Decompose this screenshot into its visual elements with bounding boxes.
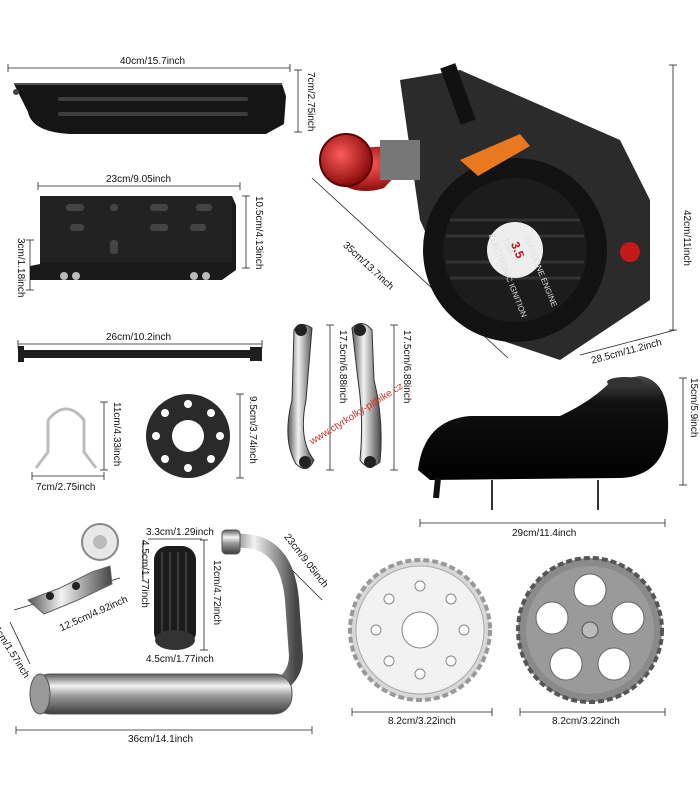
dim-arm-left: 17.5cm/6.88inch [337,330,348,404]
pipe-clamp [34,407,98,469]
dim-engine-height: 42cm/11inch [681,210,692,266]
exhaust-muffler [29,529,304,715]
dim-tank-length: 29cm/11.4inch [512,528,577,539]
axle-bolt [18,346,262,362]
dim-sprocket-right: 8.2cm/3.22inch [552,716,620,727]
dim-plate-length: 23cm/9.05inch [106,174,172,185]
dim-gasket-diameter: 9.5cm/3.74inch [247,396,258,464]
throttle-grip [154,546,196,650]
dim-grip-bottom: 4.5cm/1.77inch [146,654,214,665]
sprocket-gasket [146,394,230,478]
mounting-bracket [13,83,286,134]
dim-axle-length: 26cm/10.2inch [106,332,172,343]
sprocket-grey [516,556,664,704]
dim-arm-right: 17.5cm/6.88inch [401,330,412,404]
chain-tensioner [27,523,119,615]
dim-bracket-height: 7cm/2.75inch [305,72,316,132]
mounting-plate [30,196,236,280]
dim-grip-length: 12cm/4.72inch [211,560,222,626]
engine [319,63,650,360]
dim-plate-depth: 3cm/1.18inch [15,238,26,298]
dim-plate-width: 10.5cm/4.13inch [253,196,264,270]
dim-muffler-length: 36cm/14.1inch [128,734,194,745]
dim-sprocket-left: 8.2cm/3.22inch [388,716,456,727]
fuel-tank [418,376,669,510]
dim-tank-height: 15cm/5.9inch [688,378,699,438]
dim-clip-height: 11cm/4.33inch [111,402,122,467]
dim-bracket-length: 40cm/15.7inch [120,56,186,67]
dim-grip-side: 4.5cm/1.77inch [139,540,150,608]
sprocket-white [348,558,492,702]
engine-mount-arms [287,323,382,470]
dim-clip-width: 7cm/2.75inch [36,482,96,493]
dim-grip-top: 3.3cm/1.29inch [146,527,214,538]
